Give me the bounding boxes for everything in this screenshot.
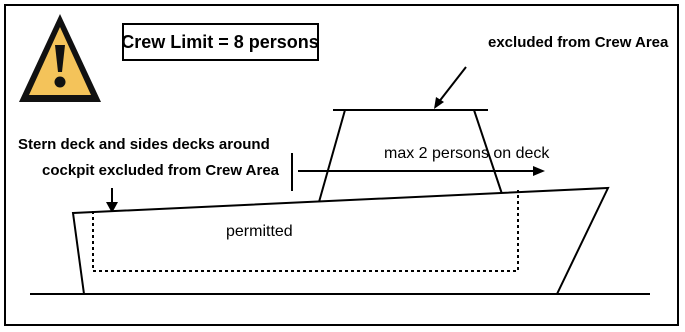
warning-exclamation-dot (54, 76, 66, 88)
stern-deck-arrowhead (106, 202, 118, 213)
max-deck-arrowhead (533, 166, 545, 176)
crew-limit-box (122, 23, 319, 61)
crew-limit-label: Crew Limit = 8 persons (121, 32, 319, 52)
crew-area-boundary (92, 190, 519, 272)
excluded-top-label: excluded from Crew Area (488, 34, 669, 51)
cabin-left-side (318, 109, 346, 203)
excluded-top-arrow-line (437, 66, 467, 104)
warning-exclamation-bar (55, 45, 65, 72)
max-deck-label: max 2 persons on deck (384, 145, 550, 162)
boat-hull (71, 186, 610, 295)
cabin-right-side (473, 109, 503, 195)
stern-deck-line2: cockpit excluded from Crew Area (42, 162, 280, 179)
stern-deck-line1: Stern deck and sides decks around (18, 136, 270, 153)
excluded-top-arrowhead (434, 97, 444, 109)
warning-triangle-icon (19, 14, 101, 102)
permitted-label: permitted (226, 223, 293, 240)
